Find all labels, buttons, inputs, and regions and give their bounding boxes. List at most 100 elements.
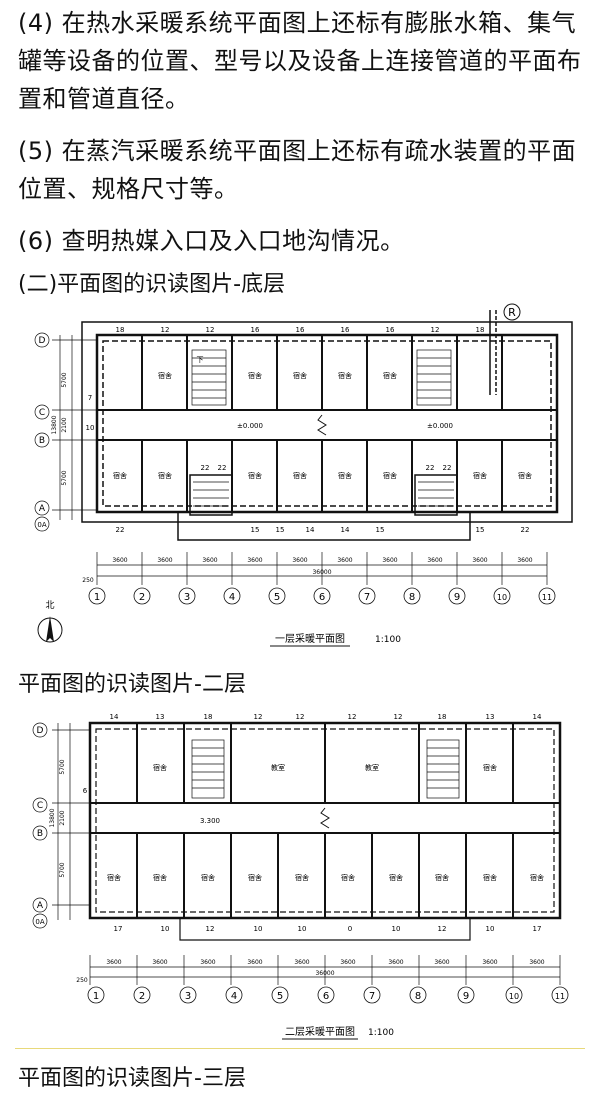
dim: 3600: [427, 557, 442, 564]
room-label: 宿舍: [248, 471, 262, 480]
axis-label: A: [39, 504, 46, 514]
count: 16: [386, 326, 395, 334]
count: 10: [254, 925, 263, 933]
dim: 3600: [340, 959, 355, 966]
count: 6: [83, 787, 88, 795]
count: 15: [376, 526, 385, 534]
axis-label: 6: [319, 592, 325, 603]
room-label: 宿舍: [158, 371, 172, 380]
axis-label: D: [39, 336, 46, 346]
count: 15: [276, 526, 285, 534]
count: 7: [88, 394, 92, 402]
count: 22: [426, 464, 435, 472]
axis-label: 10: [509, 992, 519, 1001]
dim: 5700: [59, 759, 66, 774]
dim: 3600: [247, 959, 262, 966]
dim: 5700: [59, 862, 66, 877]
ground-floor-heating-plan: R 18 12 12 16 16 16 16 12 18 22 22 22 22…: [34, 303, 573, 647]
divider: [15, 1048, 585, 1049]
count: 10: [298, 925, 307, 933]
dim: 3600: [294, 959, 309, 966]
axis-label: 11: [555, 992, 565, 1001]
dim: 250: [82, 577, 94, 584]
count: 17: [114, 925, 123, 933]
axis-label: 7: [364, 592, 370, 603]
dim: 3600: [106, 959, 121, 966]
dim: 3600: [292, 557, 307, 564]
count: 22: [218, 464, 227, 472]
dim-total: 36000: [315, 970, 334, 977]
room-label: 宿舍: [201, 873, 215, 882]
axis-label: C: [37, 801, 43, 811]
dim: 3600: [529, 959, 544, 966]
north-label: 北: [45, 600, 54, 611]
dim: 3600: [434, 959, 449, 966]
heading-ground-floor: (二)平面图的识读图片-底层: [18, 272, 286, 297]
axis-label: A: [37, 901, 44, 911]
dim-total: 13800: [49, 808, 56, 827]
room-label: 宿舍: [383, 471, 397, 480]
plan-title: 二层采暖平面图: [285, 1025, 355, 1038]
count: 13: [156, 713, 165, 721]
axis-label: 9: [463, 991, 469, 1002]
count: 18: [116, 326, 125, 334]
count: 22: [201, 464, 210, 472]
room-label: 宿舍: [153, 873, 167, 882]
axis-label: 0A: [37, 521, 46, 529]
count: 22: [116, 526, 125, 534]
room-label: 宿舍: [295, 873, 309, 882]
room-label: 宿舍: [248, 873, 262, 882]
count: 18: [438, 713, 447, 721]
count: 12: [394, 713, 403, 721]
axis-label: 5: [274, 592, 280, 603]
axis-label: 2: [139, 991, 145, 1002]
hall-label: 教室: [365, 763, 379, 772]
count: 0: [348, 925, 352, 933]
plan-title: 一层采暖平面图: [275, 632, 345, 645]
second-floor-heating-plan: 14 13 18 12 12 12 12 18 13 14 17 10 12 1…: [32, 713, 569, 1040]
room-label: 宿舍: [153, 763, 167, 772]
axis-label: 5: [277, 991, 283, 1002]
dim: 3600: [482, 959, 497, 966]
stair-label: 下: [197, 356, 204, 364]
count: 14: [341, 526, 350, 534]
count: 22: [521, 526, 530, 534]
room-label: 宿舍: [338, 371, 352, 380]
level-mark: 3.300: [200, 817, 220, 825]
axis-label: B: [39, 436, 45, 446]
room-label: 宿舍: [293, 371, 307, 380]
count: 13: [486, 713, 495, 721]
count: 12: [438, 925, 447, 933]
dim: 3600: [200, 959, 215, 966]
axis-label: 4: [229, 592, 235, 603]
dim: 3600: [152, 959, 167, 966]
room-label: 宿舍: [158, 471, 172, 480]
dim: 250: [76, 977, 88, 984]
room-label: 宿舍: [473, 471, 487, 480]
room-label: 宿舍: [107, 873, 121, 882]
room-label: 宿舍: [435, 873, 449, 882]
axis-label: 10: [497, 593, 507, 602]
room-label: 宿舍: [530, 873, 544, 882]
plan-scale: 1:100: [375, 635, 401, 645]
room-label: 宿舍: [518, 471, 532, 480]
heading-third-floor: 平面图的识读图片-三层: [18, 1066, 246, 1091]
dim: 3600: [472, 557, 487, 564]
room-label: 宿舍: [341, 873, 355, 882]
room-label: 宿舍: [389, 873, 403, 882]
dim: 3600: [157, 557, 172, 564]
dim: 2100: [59, 810, 66, 825]
dim-total: 36000: [312, 569, 331, 576]
entry-mark: R: [508, 306, 516, 319]
axis-label: 11: [542, 593, 552, 602]
axis-label: 3: [184, 592, 190, 603]
count: 12: [348, 713, 357, 721]
level-mark: ±0.000: [237, 422, 263, 430]
heading-second-floor: 平面图的识读图片-二层: [18, 672, 246, 697]
count: 22: [443, 464, 452, 472]
count: 16: [296, 326, 305, 334]
room-label: 宿舍: [248, 371, 262, 380]
paragraph-5: (5) 在蒸汽采暖系统平面图上还标有疏水装置的平面位置、规格尺寸等。: [18, 137, 577, 203]
room-label: 宿舍: [338, 471, 352, 480]
dim: 2100: [61, 417, 68, 432]
